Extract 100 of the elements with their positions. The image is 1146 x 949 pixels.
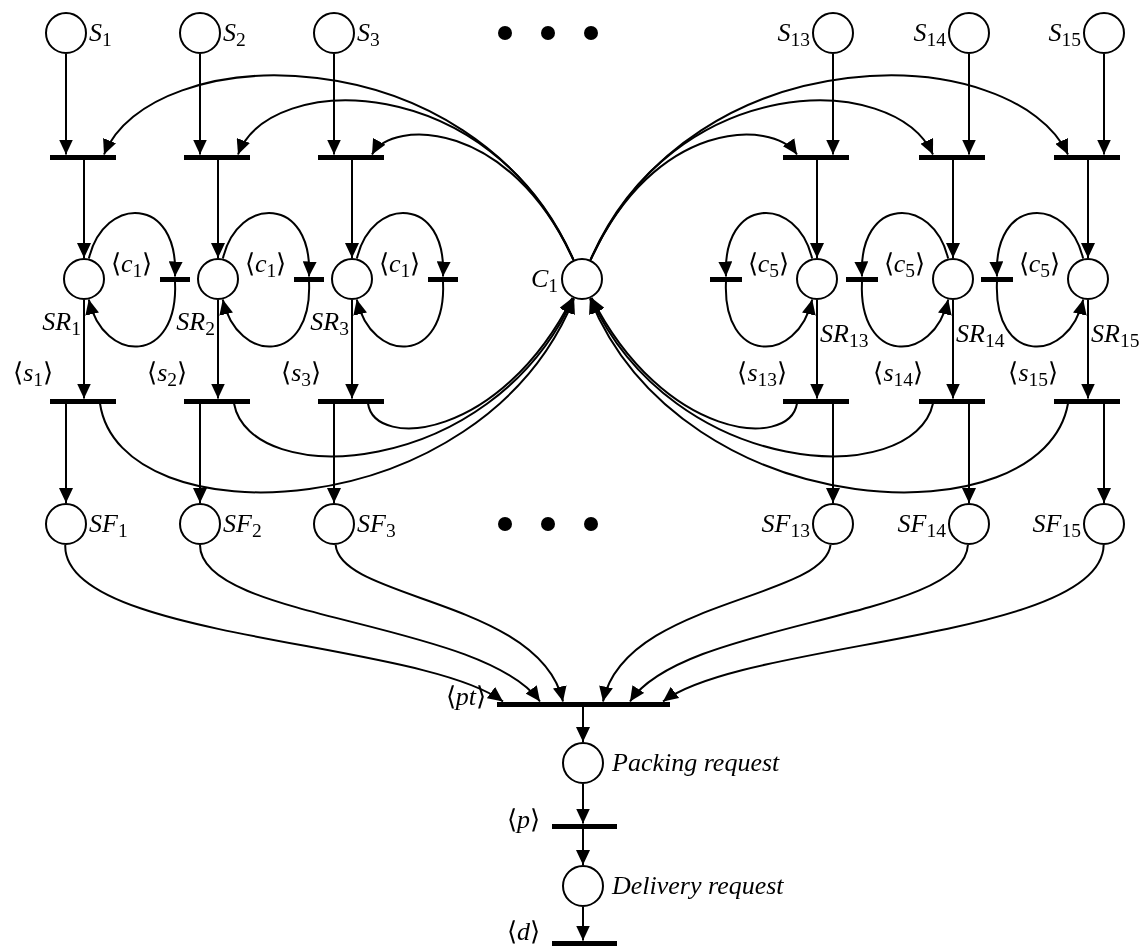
arrow [962,53,976,156]
arrow [946,158,960,259]
arrow [327,53,341,156]
arrow [59,402,73,504]
transition-label: ⟨d⟩ [507,919,540,945]
transition-bar [981,276,1013,282]
arrow [589,99,934,261]
transition-bar [783,398,849,404]
transition-label: ⟨c$_{5}$⟩ [747,251,789,277]
arrow [220,280,310,348]
arrow [990,212,1085,278]
place-label: C$_{1}$ [530,266,558,292]
place-label: SF$_{3}$ [357,511,396,537]
transition-label: ⟨s$_{14}$⟩ [873,360,923,386]
transition-bar [919,154,985,160]
arrow [725,280,815,348]
arrow [996,280,1086,348]
arrow [1097,402,1111,504]
transition-label: ⟨s$_{1}$⟩ [13,360,53,386]
arrow [77,299,91,400]
arrow [946,299,960,400]
arrow [221,212,316,278]
transition-label: ⟨c$_{5}$⟩ [1018,251,1060,277]
place-label: SF$_{13}$ [761,511,810,537]
place-label: SF$_{14}$ [897,511,946,537]
transition-label: ⟨s$_{3}$⟩ [281,360,321,386]
place-label: S$_{2}$ [223,20,246,46]
arrow [576,906,590,942]
arrow [199,544,541,703]
place-label: SR$_{1}$ [42,309,81,335]
transition-label: ⟨c$_{1}$⟩ [111,251,153,277]
arrow [193,53,207,156]
arrow [87,212,182,278]
arrow [237,99,575,261]
arrow [193,402,207,504]
arrow [371,133,575,261]
transition-bar [50,398,116,404]
arrow [355,212,450,278]
arrow [962,402,976,504]
place-label: S$_{14}$ [913,20,946,46]
arrow [211,299,225,400]
place-label: S$_{13}$ [777,20,810,46]
place-label: SR$_{13}$ [820,321,869,347]
arrow [59,53,73,156]
arrow [719,212,814,278]
transition-bar [846,276,878,282]
arrow [810,299,824,400]
arrow [1097,53,1111,156]
transition-bar [184,154,250,160]
transition-label: ⟨s$_{15}$⟩ [1008,360,1058,386]
transition-label: ⟨s$_{13}$⟩ [737,360,787,386]
place-label: SR$_{2}$ [176,309,215,335]
arrow [576,783,590,825]
transition-bar [50,154,116,160]
transition-bar [1054,154,1120,160]
arrow [77,158,91,259]
place-label: S$_{1}$ [89,20,112,46]
arrow [826,53,840,156]
arrow [211,158,225,259]
arrow [345,299,359,400]
transition-bar [710,276,742,282]
transition-bar [318,398,384,404]
transition-label: ⟨s$_{2}$⟩ [147,360,187,386]
arrow [576,705,590,743]
transition-label: ⟨c$_{5}$⟩ [883,251,925,277]
transition-bar [783,154,849,160]
arrow [662,544,1105,703]
place-label: S$_{3}$ [357,20,380,46]
arrow [327,402,341,504]
place-label: Delivery request [612,873,784,899]
arrow [826,402,840,504]
transition-bar [428,276,458,282]
place-label: SR$_{3}$ [310,309,349,335]
arrow [1081,299,1095,400]
place-label: SR$_{15}$ [1091,321,1140,347]
arrow [629,543,969,703]
transition-bar [552,940,617,946]
place-label: Packing request [612,750,780,776]
place-label: SR$_{14}$ [956,321,1005,347]
transition-bar [160,276,190,282]
arrow [1081,158,1095,259]
arrow [334,543,564,703]
place-label: SF$_{2}$ [223,511,262,537]
transition-bar [1054,398,1120,404]
transition-bar [318,154,384,160]
transition-label: ⟨p⟩ [507,807,540,833]
transition-bar [552,823,617,829]
arrow [589,74,1069,261]
arrow [576,827,590,866]
transition-label: ⟨c$_{1}$⟩ [379,251,421,277]
transition-label: ⟨pt⟩ [445,684,486,710]
arrow [855,212,950,278]
arrow [345,158,359,259]
transition-bar [184,398,250,404]
place-label: SF$_{15}$ [1032,511,1081,537]
arrow [601,543,832,703]
transition-label: ⟨c$_{1}$⟩ [245,251,287,277]
transition-bar [497,701,670,707]
arrow [86,280,176,348]
arrow [861,280,951,348]
